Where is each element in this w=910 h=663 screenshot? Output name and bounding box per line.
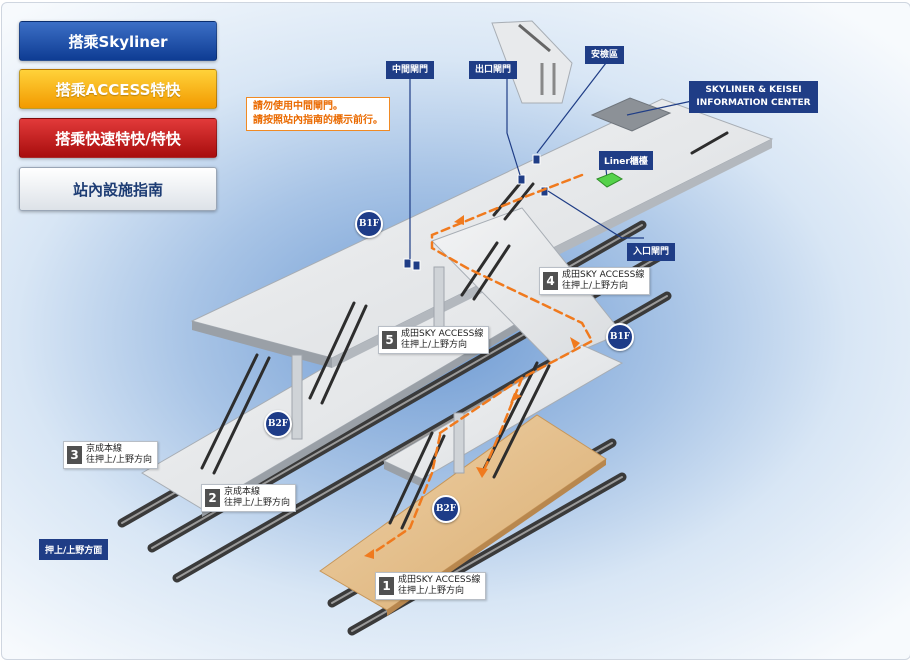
middle-gate-warning-note: 請勿使用中間閘門。 請按照站內指南的標示前行。 <box>246 97 390 131</box>
platform-5-label: 5 成田SKY ACCESS線往押上/上野方向 <box>378 326 490 354</box>
floor-badge-b2f-right: B2F <box>432 495 460 523</box>
platform-1-direction: 往押上/上野方向 <box>398 586 465 596</box>
platform-1-number: 1 <box>379 577 394 595</box>
direction-oshiage-ueno-label: 押上/上野方面 <box>39 539 109 560</box>
station-facilities-button[interactable]: 站內設施指南 <box>19 167 217 211</box>
platform-1-label: 1 成田SKY ACCESS線往押上/上野方向 <box>375 572 487 600</box>
platform-2-label: 2 京成本線往押上/上野方向 <box>201 484 297 512</box>
platform-3-number: 3 <box>67 446 82 464</box>
platform-4-line: 成田SKY ACCESS線 <box>562 270 645 280</box>
information-center-label: SKYLINER & KEISEI INFORMATION CENTER <box>689 81 818 113</box>
information-center-line2: INFORMATION CENTER <box>696 98 811 108</box>
entrance-gate-label: 入口閘門 <box>627 243 676 261</box>
platform-3-line: 京成本線 <box>86 444 123 454</box>
b1f-lower-walkway-edge <box>384 461 422 487</box>
floor-badge-b1f-left: B1F <box>355 210 383 238</box>
b1f-lower-walkway <box>382 344 624 480</box>
skyliner-button[interactable]: 搭乘Skyliner <box>19 21 217 61</box>
platform-2-line: 京成本線 <box>224 487 261 497</box>
middle-gate-label: 中間閘門 <box>386 61 435 79</box>
platform-4-direction: 往押上/上野方向 <box>562 281 629 291</box>
warning-line-1: 請勿使用中間閘門。 <box>253 101 343 112</box>
information-center-line1: SKYLINER & KEISEI <box>705 85 802 95</box>
platform-5-number: 5 <box>382 331 397 349</box>
rapid-express-button[interactable]: 搭乘快速特快/特快 <box>19 118 217 158</box>
security-area-label: 安檢區 <box>585 46 625 64</box>
floor-badge-b1f-right: B1F <box>606 323 634 351</box>
platform-4-label: 4 成田SKY ACCESS線往押上/上野方向 <box>539 267 651 295</box>
liner-counter-marker <box>596 172 624 188</box>
floor-badge-b2f-left: B2F <box>264 410 292 438</box>
platform-2-number: 2 <box>205 489 220 507</box>
exit-gate-label: 出口閘門 <box>469 61 518 79</box>
platform-5-line: 成田SKY ACCESS線 <box>401 329 484 339</box>
exit-stairs <box>491 20 573 104</box>
platform-1-line: 成田SKY ACCESS線 <box>398 575 481 585</box>
access-express-button[interactable]: 搭乘ACCESS特快 <box>19 69 217 109</box>
support-columns <box>291 266 465 474</box>
warning-line-2: 請按照站內指南的標示前行。 <box>253 115 383 126</box>
route-arrows <box>364 215 580 559</box>
label-connector-lines <box>409 62 693 259</box>
liner-counter-label: Liner櫃檯 <box>599 151 653 170</box>
platform-2-direction: 往押上/上野方向 <box>224 498 291 508</box>
platform-5-direction: 往押上/上野方向 <box>401 340 468 350</box>
platform-3-label: 3 京成本線往押上/上野方向 <box>63 441 159 469</box>
platform-3-direction: 往押上/上野方向 <box>86 455 153 465</box>
platform-4-number: 4 <box>543 272 558 290</box>
